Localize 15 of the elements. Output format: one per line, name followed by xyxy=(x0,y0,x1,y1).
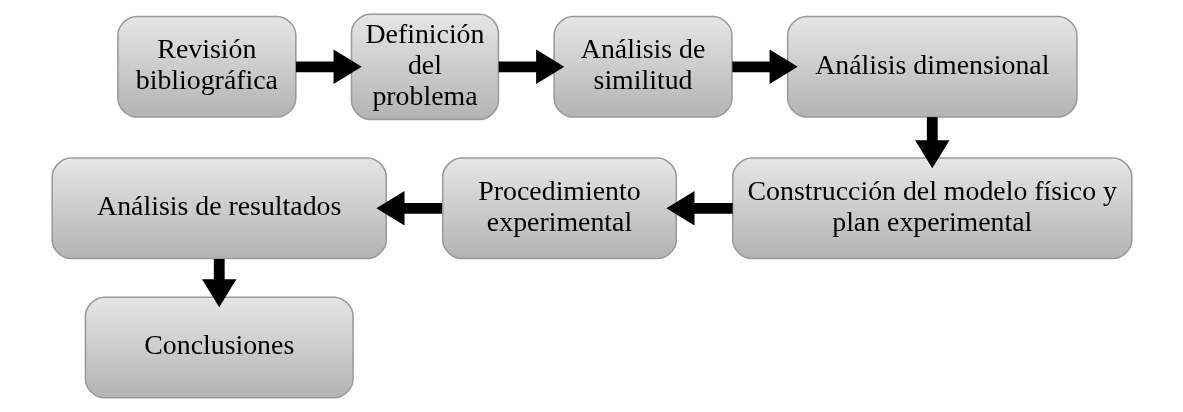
arrow xyxy=(201,259,236,308)
arrow xyxy=(375,191,442,226)
arrow xyxy=(665,191,733,226)
node-box: Procedimiento experimental xyxy=(441,157,677,260)
node-box: Definición del problema xyxy=(350,13,499,121)
arrow xyxy=(731,49,798,85)
node-box: Revisión bibliográfica xyxy=(116,15,297,118)
node-box: Construcción del modelo físico y plan experimental xyxy=(731,157,1133,260)
node-box: Conclusiones xyxy=(84,296,354,399)
arrow xyxy=(914,117,950,169)
node-box: Análisis dimensional xyxy=(786,15,1078,118)
node-box: Análisis de resultados xyxy=(50,157,387,260)
node-box: Análisis de similitud xyxy=(552,15,733,118)
arrow xyxy=(295,49,362,85)
arrow xyxy=(498,49,564,85)
